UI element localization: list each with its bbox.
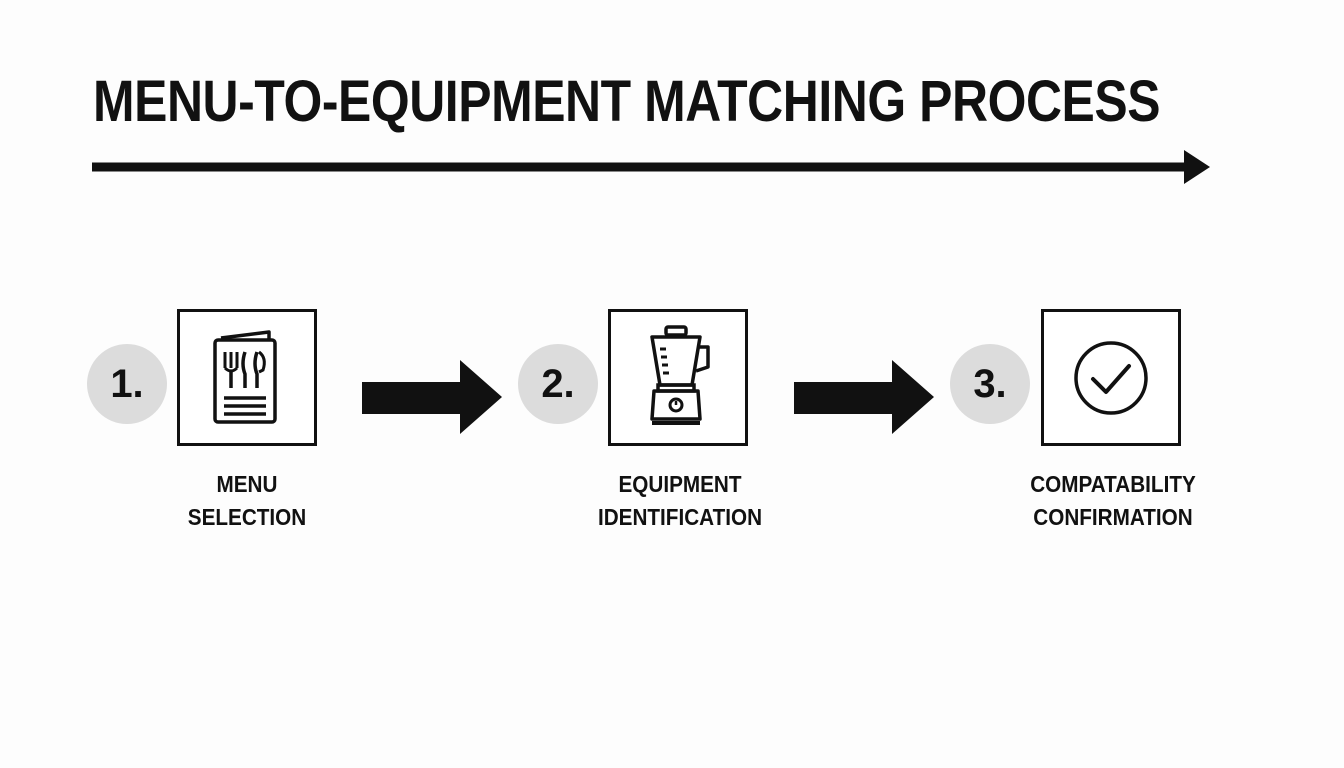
flow-arrow-1-icon	[362, 360, 502, 434]
step-2-box	[608, 309, 748, 446]
step-3-label-line2: CONFIRMATION	[1033, 504, 1193, 530]
flow-arrow-2-icon	[794, 360, 934, 434]
step-3-number: 3.	[950, 344, 1030, 424]
step-2-label-line2: IDENTIFICATION	[597, 504, 763, 530]
step-1-label-line2: SELECTION	[187, 504, 307, 530]
blender-icon	[650, 324, 710, 425]
step-1-box	[177, 309, 317, 446]
menu-icon	[213, 329, 277, 424]
diagram-title: MENU-TO-EQUIPMENT MATCHING PROCESS	[93, 69, 1161, 134]
step-2-label: EQUIPMENT IDENTIFICATION	[572, 468, 788, 534]
step-1-number: 1.	[87, 344, 167, 424]
title-arrow-icon	[92, 150, 1210, 184]
step-3-label: COMPATABILITY CONFIRMATION	[1005, 468, 1221, 534]
step-1-label: MENU SELECTION	[139, 468, 355, 534]
step-2-number: 2.	[518, 344, 598, 424]
step-2-label-line1: EQUIPMENT	[618, 471, 742, 497]
step-1-label-line1: MENU	[216, 471, 278, 497]
check-circle-icon	[1074, 340, 1148, 415]
step-3-label-line1: COMPATABILITY	[1030, 471, 1196, 497]
step-3-box	[1041, 309, 1181, 446]
